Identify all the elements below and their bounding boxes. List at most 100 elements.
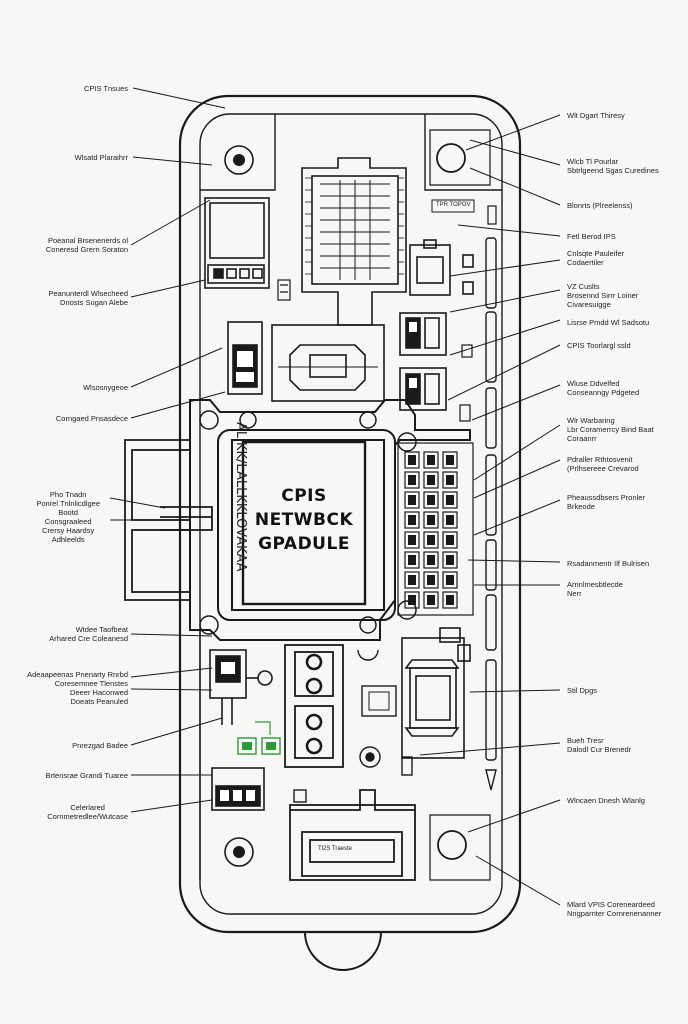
mounting-hole-bottom-right: [429, 814, 491, 881]
mounting-hole-top-left: [224, 145, 254, 175]
chip-cell-core: [427, 535, 435, 545]
chip-grid: [397, 442, 474, 616]
module-side-text: ALIKK/LALLKKLOVAKAA: [233, 422, 248, 572]
chip-cell-core: [408, 515, 416, 525]
label-left-5: Wlsosnygeoe: [82, 383, 128, 392]
label-right-17: Wlncaen Dnesh Wlanlg: [567, 796, 645, 805]
chip-grid-cells: [404, 451, 458, 609]
label-right-13: Rsadanmentr Ilf Bulrisen: [567, 559, 650, 568]
chip-cell-core: [408, 575, 416, 585]
module-title-line-1: CPIS: [281, 486, 327, 506]
label-tag-text: TPR TOPOV: [436, 202, 471, 208]
chip-cell-core: [427, 475, 435, 485]
green-led-module: [237, 721, 281, 755]
device-body: [178, 94, 522, 934]
label-right-1: Wlt Dgart Thiresy: [567, 111, 625, 120]
label-left-12: Celerlared Cornmetredlee/Wutcase: [47, 803, 128, 821]
chip-cell-core: [446, 595, 454, 605]
label-left-11: Brtensrae Grandi Tuaree: [45, 771, 128, 780]
bottom-connector: [289, 789, 416, 881]
chip-cell-core: [408, 495, 416, 505]
sensor-module: [227, 321, 263, 395]
terminal-block: [211, 767, 265, 811]
label-left-8: Wtdee Taofbeat Arhared Cre Coleanesd: [49, 625, 128, 643]
chip-cell-core: [446, 575, 454, 585]
chip-cell-core: [427, 595, 435, 605]
label-right-12: Pheaussdbsers Pronler Brkeode: [567, 493, 645, 511]
chip-cell: [442, 511, 458, 529]
chip-cell: [423, 511, 439, 529]
label-right-10: Wlr Warbaring Lbr Coramerrcy Bind Baat C…: [567, 416, 654, 443]
chip-cell-core: [427, 495, 435, 505]
chip-cell: [442, 571, 458, 589]
label-right-15: Stil Dpgs: [567, 686, 598, 695]
label-left-6: Corngaed Pnsasdece: [55, 414, 128, 423]
chip-cell: [404, 491, 420, 509]
leader-lines: [109, 87, 561, 906]
label-left-9: Adeaapeenas Pnenarty Rnrbd Coresemnee Tl…: [27, 670, 128, 706]
module-screen: [241, 440, 367, 606]
chip-cell: [404, 471, 420, 489]
camera-chip: [409, 239, 474, 296]
label-tag: [431, 199, 475, 213]
chip-cell-core: [408, 555, 416, 565]
label-right-5: Cnlsqte Pauleifer Codaertiler: [567, 249, 625, 267]
chip-cell-core: [427, 455, 435, 465]
label-right-8: CPIS Toorlargl ssld: [567, 341, 631, 350]
label-right-16: Bueh Tresr Dalodl Cur Brenedr: [567, 736, 632, 754]
chip-cell-core: [408, 455, 416, 465]
chip-cell: [442, 491, 458, 509]
chip-cell: [404, 531, 420, 549]
label-right-14: Arnnlmesbtlecde Nerr: [567, 580, 623, 598]
chip-cell: [423, 471, 439, 489]
heatsink: [301, 157, 407, 326]
chip-cell: [423, 491, 439, 509]
chip-cell: [404, 551, 420, 569]
label-left-4: Peanunterdl Wlsecheed Dnosts Sugan Alebe: [48, 289, 128, 307]
chip-cell: [423, 591, 439, 609]
chip-cell-core: [446, 495, 454, 505]
chip-cell: [442, 551, 458, 569]
right-rail: [485, 237, 497, 791]
chip-cell-core: [446, 535, 454, 545]
module-title-line-2: NETWBCK: [254, 510, 354, 530]
chip-cell: [423, 551, 439, 569]
label-right-2: Wlcb Tl Pourlar Sbtrlgeend Sgas Curedine…: [567, 157, 659, 175]
chip-cell: [404, 571, 420, 589]
processor-chip: [401, 627, 471, 759]
connector-lower: [399, 367, 447, 411]
label-left-1: CPIS Tnsues: [83, 84, 128, 93]
connector-bar: [271, 324, 385, 402]
chip-cell: [423, 571, 439, 589]
module-title-line-3: GPADULE: [258, 534, 350, 554]
label-left-10: Pnrezgad Badee: [72, 741, 128, 750]
chip-cell-core: [446, 555, 454, 565]
bottom-bump: [304, 931, 382, 971]
label-left-2: Wlsatd Plaraihrr: [74, 153, 128, 162]
display-module: [204, 197, 270, 289]
mounting-hole-bottom-left: [224, 837, 254, 867]
label-right-7: Lisrse Pmdd Wl Sadsotu: [567, 318, 650, 327]
chip-cell: [423, 531, 439, 549]
chip-cell: [442, 451, 458, 469]
chip-cell-core: [408, 535, 416, 545]
label-right-6: VZ Cuslts Brosennd Sirrr Loiner Civaresu…: [567, 282, 639, 309]
label-left-7: Pho Tnadn Ponrel Tnlnlicdlgee Bootd Cons…: [36, 490, 100, 544]
chip-cell: [423, 451, 439, 469]
label-right-18: Mlard VPIS Coreneardeed Nngparnter Cornr…: [567, 900, 662, 918]
chip-cell: [404, 591, 420, 609]
chip-cell: [404, 511, 420, 529]
knob-panel: [284, 644, 344, 768]
chip-cell: [442, 471, 458, 489]
connector-upper: [399, 312, 447, 356]
chip-cell: [442, 531, 458, 549]
chip-cell-core: [446, 455, 454, 465]
chip-cell-core: [427, 575, 435, 585]
chip-cell-core: [408, 475, 416, 485]
chip-cell-core: [408, 595, 416, 605]
label-right-3: Blonrts (Plreelenss): [567, 201, 633, 210]
label-right-4: Fetl Berod IPS: [567, 232, 616, 241]
relay: [209, 649, 273, 725]
mounting-hole-top-right: [429, 129, 491, 186]
